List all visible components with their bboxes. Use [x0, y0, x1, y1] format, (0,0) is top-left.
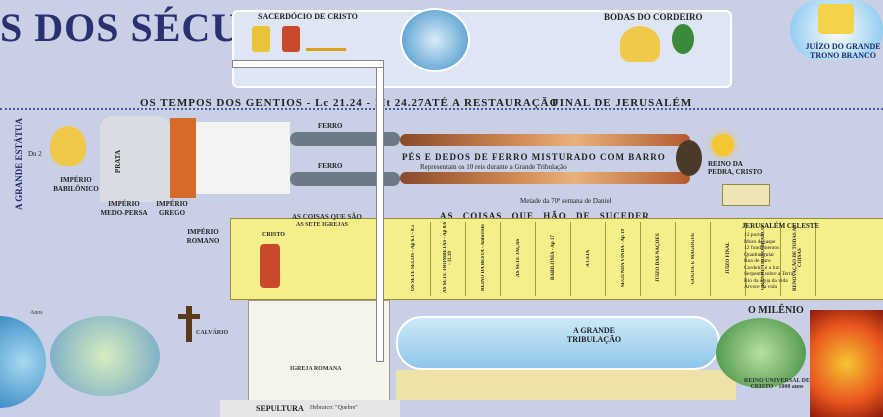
millennium-globe-icon: [716, 318, 806, 388]
cross-bar-icon: [178, 314, 200, 319]
ferro-label-2: FERRO: [318, 162, 343, 170]
white-throne-icon: [818, 4, 854, 34]
timeline-column: SEGUNDA VINDA - Ap 19: [606, 222, 641, 296]
lampstand-icon: [252, 26, 270, 52]
jerusalem-list-item: Serpente sobre a Terra: [744, 271, 794, 277]
throne-globe-icon: [400, 8, 470, 72]
ate-restauracao-band: ATÉ A RESTAURAÇÃO: [424, 97, 560, 109]
earth-globe-icon: [0, 316, 46, 408]
timeline-column: JUÍZO DAS NAÇÕES: [641, 222, 676, 296]
sun-icon: [712, 134, 734, 156]
jerusalem-list-item: Cordeiro é a luz: [744, 264, 780, 271]
timeline-column: BABILÔNIA - Ap 17: [536, 222, 571, 296]
jerusalem-list-item: Árvore da vida: [744, 284, 777, 290]
timeline-column-label: REINO DA BESTA - Anticristo: [480, 224, 486, 292]
grande-tribulacao-label: A GRANDE TRIBULAÇÃO: [566, 326, 622, 344]
reino-universal-label: REINO UNIVERSAL DE CRISTO - 1000 anos: [743, 378, 810, 390]
imperio-romano-label: IMPÉRIO ROMANO: [186, 228, 220, 245]
time-path-horizontal: [232, 60, 384, 68]
statue-leg-upper: [290, 132, 400, 146]
reino-pedra-label: REINO DA PEDRA, CRISTO: [708, 160, 763, 176]
timeline-column: GRANDE TRONO BRANCO: [746, 222, 781, 296]
time-path-vertical: [376, 60, 384, 362]
tempos-gentios-band: OS TEMPOS DOS GENTIOS - Lc 21.24 - Mt 24…: [140, 97, 425, 109]
milenio-label: O MILÊNIO: [748, 305, 804, 316]
statue-chest: [100, 116, 170, 202]
imperio-medo-persa-label: IMPÉRIO MEDO-PERSA: [100, 200, 148, 217]
pes-dedos-sub: Representam os 10 reis durante a Grande …: [420, 163, 567, 171]
dn-label: Dn 2: [28, 150, 42, 158]
coisas-suceder-band: AS COISAS QUE HÃO DE SUCEDER: [440, 211, 650, 221]
jerusalem-list-item: Rio da água da vida: [744, 277, 788, 284]
timeline-column-label: GOGUE E MAGOGUE: [690, 232, 696, 284]
sete-igrejas-label: AS SETE IGREJAS: [296, 222, 349, 228]
wave-divider: [0, 108, 883, 110]
metade-semana-label: Metade da 70ª semana de Daniel: [520, 197, 612, 205]
anos-label: Anos: [30, 310, 43, 316]
statue-head: [50, 126, 86, 166]
cross-icon: [186, 306, 192, 342]
coisas-que-sao-label: AS COISAS QUE SÃO: [292, 213, 362, 221]
jerusalem-list-item: Rua de ouro: [744, 258, 771, 264]
timeline-column-label: OS SETE SELOS - Ap 6.1 - 8.5: [410, 224, 416, 292]
statue-belly: [170, 118, 196, 198]
timeline-columns: OS SETE SELOS - Ap 6.1 - 8.5 AS SETE TROM…: [396, 222, 816, 296]
sepultura-bar: [220, 400, 400, 417]
stone-icon: [676, 140, 702, 176]
juizo-label: JUÍZO DO GRANDE TRONO BRANCO: [805, 42, 881, 60]
temple-icon: [722, 184, 770, 206]
tree-icon: [672, 24, 694, 54]
menorah-icon: [306, 32, 346, 51]
timeline-column-label: AS SETE TAÇAS: [515, 238, 521, 278]
bodas-label: BODAS DO CORDEIRO: [604, 12, 703, 22]
ferro-label-1: FERRO: [318, 122, 343, 130]
jerusalem-list-item: 12 fundamentos: [744, 245, 780, 251]
sepultura-label: SEPULTURA: [256, 404, 304, 413]
christ-figure-icon: [260, 244, 280, 288]
statue-leg-lower: [290, 172, 400, 186]
tribulation-sea: [396, 316, 720, 370]
jerusalem-list-item: Muro de jaspe: [744, 238, 776, 245]
jerusalem-list-item: 12 portas: [744, 232, 765, 238]
imperio-babilonico-label: IMPÉRIO BABILÔNICO: [53, 176, 99, 193]
igreja-romana-label: IGREJA ROMANA: [290, 366, 342, 372]
timeline-column-label: A CEIA: [585, 249, 591, 267]
jerusalem-list-item: Quadrangular: [744, 251, 775, 258]
tribulation-rod-top: [400, 134, 690, 146]
timeline-column-label: JUÍZO FINAL: [725, 241, 731, 275]
cristo-label: CRISTO: [262, 232, 285, 238]
final-jerusalem-band: FINAL DE JERUSALÉM: [552, 97, 693, 109]
timeline-column-label: SEGUNDA VINDA - Ap 19: [620, 229, 626, 287]
timeline-column: REINO DA BESTA - Anticristo: [466, 222, 501, 296]
timeline-column-label: BABILÔNIA - Ap 17: [550, 235, 556, 281]
tribulation-rod-bottom: [400, 172, 690, 184]
statue-skirt: [196, 122, 290, 194]
grande-estatua-label: A GRANDE ESTÁTUA: [14, 118, 24, 211]
calvario-label: CALVÁRIO: [196, 330, 229, 336]
timeline-column: AS SETE TROMBETAS - Ap 8.6 - 11.19: [431, 222, 466, 296]
timeline-column-label: AS SETE TROMBETAS - Ap 8.6 - 11.19: [443, 222, 453, 294]
prata-label: PRATA: [114, 150, 122, 174]
pes-dedos-label: PÉS E DEDOS DE FERRO MISTURADO COM BARRO: [402, 152, 666, 162]
timeline-column-label: JUÍZO DAS NAÇÕES: [655, 233, 661, 283]
jerusalem-celeste-label: JERUSALÉM CELESTE: [742, 222, 820, 230]
timeline-column: RENOVAÇÃO DE TODAS AS COISAS: [781, 222, 816, 296]
ark-globe-icon: [50, 316, 160, 396]
fire-icon: [810, 310, 883, 417]
timeline-column: GOGUE E MAGOGUE: [676, 222, 711, 296]
sepultura-sub: Hebraico: "Quebre": [310, 405, 358, 411]
timeline-column: AS SETE TAÇAS: [501, 222, 536, 296]
imperio-grego-label: IMPÉRIO GREGO: [156, 200, 188, 217]
church-panel: [248, 300, 390, 402]
timeline-column: OS SETE SELOS - Ap 6.1 - 8.5: [396, 222, 431, 296]
sacerdocio-label: SACERDÓCIO DE CRISTO: [258, 12, 358, 21]
altar-icon: [282, 26, 300, 52]
timeline-column: A CEIA: [571, 222, 606, 296]
timeline-column: JUÍZO FINAL: [711, 222, 746, 296]
beach-band: [396, 370, 736, 400]
bride-icon: [620, 26, 660, 62]
